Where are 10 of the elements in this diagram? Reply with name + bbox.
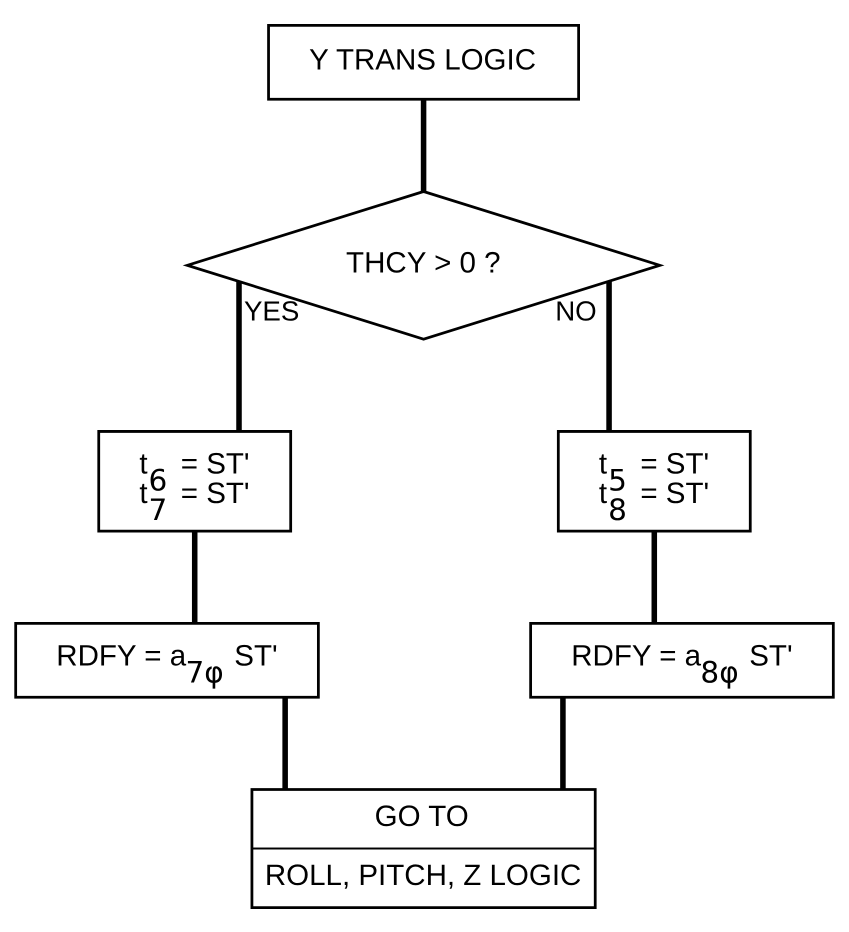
connector: [560, 696, 566, 789]
node-box: Y TRANS LOGIC: [267, 24, 580, 100]
connector: [420, 99, 426, 191]
connector: [236, 281, 242, 431]
connector: [652, 530, 658, 623]
edge-label: NO: [555, 295, 597, 326]
connector: [192, 530, 198, 623]
connector: [606, 281, 612, 431]
connector: [282, 696, 288, 789]
edge-label: YES: [244, 295, 300, 326]
